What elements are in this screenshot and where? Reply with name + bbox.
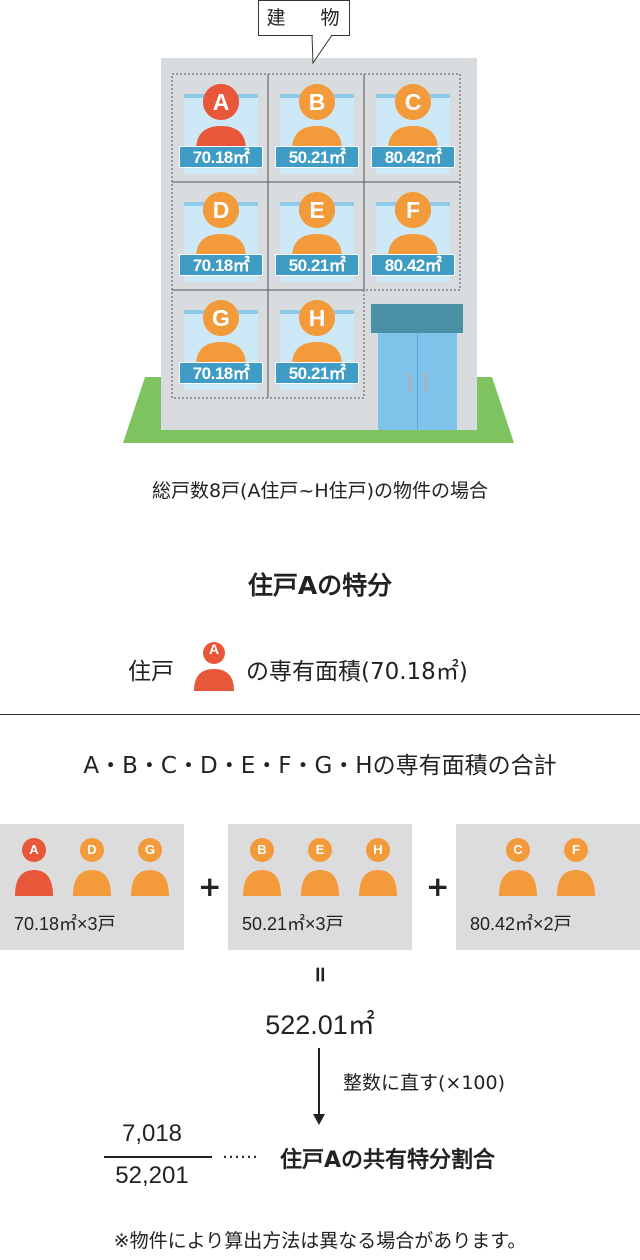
footnote: ※物件により算出方法は異なる場合があります。 <box>113 1230 527 1252</box>
unit-a-area-line: 住戸 A の専有面積(70.18㎡) <box>128 641 548 705</box>
unit-area-label: 70.18㎡ <box>179 362 263 384</box>
group-person-badge: B <box>251 839 273 861</box>
fraction-dots: …… <box>222 1142 258 1163</box>
group-person-badge: H <box>367 839 389 861</box>
unit-area-label: 50.21㎡ <box>275 146 359 168</box>
plus-1: + <box>198 870 222 903</box>
unit-a-badge: A <box>208 641 220 657</box>
unit-badge: A <box>203 84 239 120</box>
group-person-badge: G <box>139 839 161 861</box>
unit-badge: G <box>203 300 239 336</box>
unit-area-label: 50.21㎡ <box>275 254 359 276</box>
unit-badge: E <box>299 192 335 228</box>
unit-a-prefix: 住戸 <box>128 659 174 685</box>
group-person-badge: C <box>507 839 529 861</box>
door-handle-right <box>424 373 427 392</box>
section-title: 住戸Aの特分 <box>247 571 393 600</box>
building-illustration <box>123 34 514 443</box>
group-person-badge: D <box>81 839 103 861</box>
unit-area-label: 70.18㎡ <box>179 146 263 168</box>
unit-badge: F <box>395 192 431 228</box>
group-person-badge: F <box>565 839 587 861</box>
result-label: 住戸Aの共有特分割合 <box>280 1148 496 1173</box>
fraction-numerator: 7,018 <box>121 1120 183 1147</box>
group-box <box>456 824 640 950</box>
group-person-badge: A <box>23 839 45 861</box>
unit-badge: D <box>203 192 239 228</box>
group-label: 80.42㎡×2戸 <box>470 914 572 934</box>
unit-badge: C <box>395 84 431 120</box>
conversion-note: 整数に直す(×100) <box>343 1072 506 1094</box>
callout-joint <box>313 34 331 36</box>
fraction-bar <box>104 1156 212 1158</box>
fraction-denominator: 52,201 <box>115 1162 189 1189</box>
entrance-awning <box>371 304 463 333</box>
down-arrow <box>313 1048 325 1125</box>
unit-badge: H <box>299 300 335 336</box>
unit-area-label: 50.21㎡ <box>275 362 359 384</box>
divider <box>0 714 640 715</box>
unit-a-suffix: の専有面積(70.18㎡) <box>246 659 468 685</box>
sum-heading: A・B・C・D・E・F・G・Hの専有面積の合計 <box>83 753 557 779</box>
building-callout: 建 物 <box>258 0 350 36</box>
building-caption: 総戸数8戸(A住戸~H住戸)の物件の場合 <box>151 480 489 502</box>
group-person-badge: E <box>309 839 331 861</box>
unit-area-label: 80.42㎡ <box>371 254 455 276</box>
unit-area-label: 80.42㎡ <box>371 146 455 168</box>
group-label: 50.21㎡×3戸 <box>242 914 344 934</box>
unit-badge: B <box>299 84 335 120</box>
plus-2: + <box>426 870 450 903</box>
equals-sign: = <box>307 965 333 984</box>
group-label: 70.18㎡×3戸 <box>14 914 116 934</box>
callout-label: 建 物 <box>266 7 348 29</box>
unit-a-person-icon <box>194 642 234 691</box>
total-area: 522.01㎡ <box>265 1010 375 1040</box>
unit-area-label: 70.18㎡ <box>179 254 263 276</box>
door-handle-left <box>408 373 411 392</box>
